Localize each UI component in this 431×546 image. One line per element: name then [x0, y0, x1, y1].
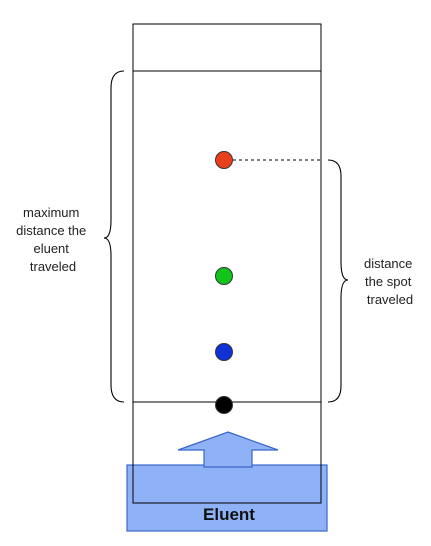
tlc-plate — [132, 23, 322, 504]
max-distance-label: maximum distance the eluent traveled — [16, 205, 90, 274]
max-distance-label-line: traveled — [30, 259, 76, 274]
spot-distance-label-line: the spot — [365, 274, 412, 289]
spot-blue — [215, 343, 233, 361]
spot-distance-label: distance the spot traveled — [364, 256, 416, 307]
eluent-label: Eluent — [203, 505, 255, 524]
spot-black — [215, 396, 233, 414]
max-distance-label-line: eluent — [33, 241, 69, 256]
spot-distance-label-line: traveled — [367, 292, 413, 307]
left-curly-brace — [103, 70, 125, 403]
eluent-flow-arrow — [177, 431, 279, 468]
right-curly-brace — [327, 159, 349, 403]
spot-distance-label-line: distance — [364, 256, 412, 271]
max-distance-label-line: distance the — [16, 223, 86, 238]
max-distance-label-line: maximum — [23, 205, 79, 220]
spot-green — [215, 267, 233, 285]
spot-red — [215, 151, 233, 169]
eluent-reservoir — [126, 464, 328, 532]
